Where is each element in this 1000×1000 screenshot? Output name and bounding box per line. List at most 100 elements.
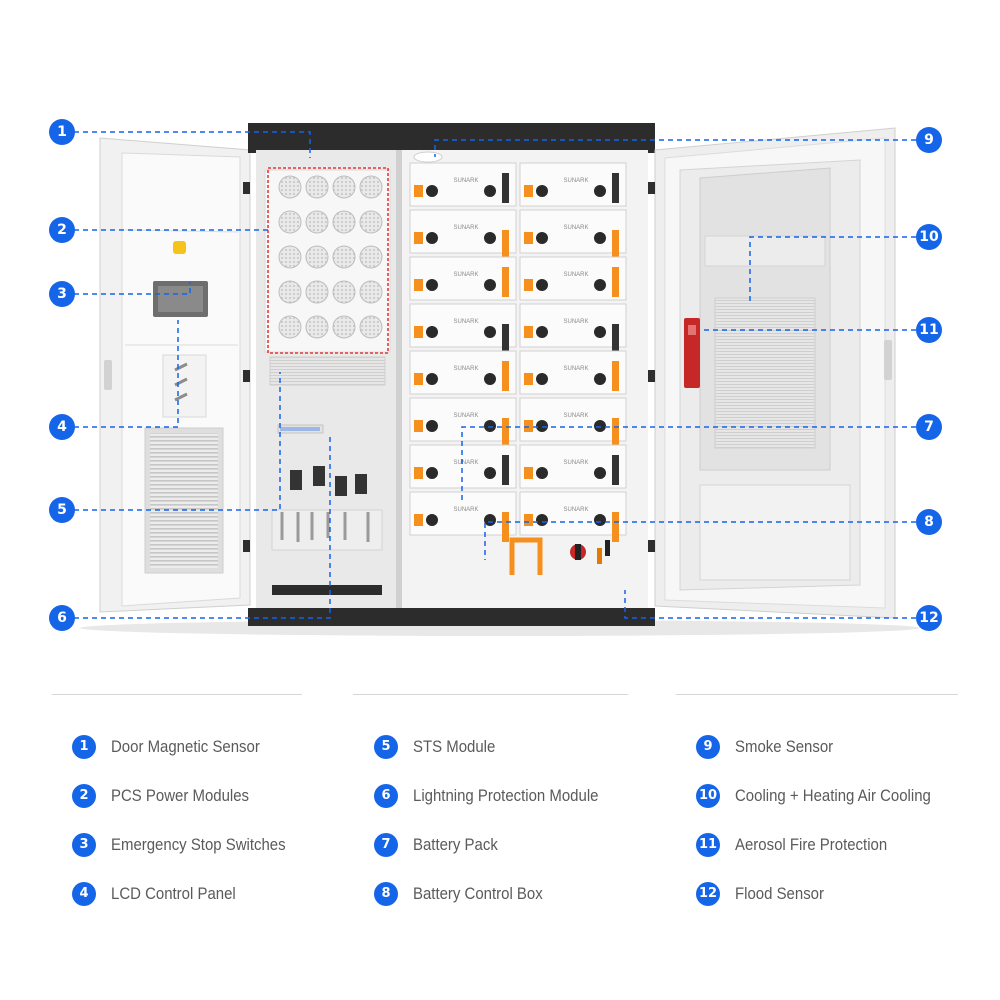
smoke-sensor <box>413 151 443 163</box>
legend-item: 5 STS Module <box>374 732 507 762</box>
legend-item: 11 Aerosol Fire Protection <box>696 830 908 860</box>
callout-badge-1: 1 <box>49 119 75 145</box>
battery-brand-label: SUNARK <box>563 507 588 513</box>
battery-module: SUNARK <box>519 350 627 395</box>
hinge <box>648 182 655 194</box>
legend-badge: 9 <box>696 735 720 759</box>
callout-badge-8: 8 <box>916 509 942 535</box>
breaker <box>335 476 347 496</box>
aerosol-fire-extinguisher <box>684 318 700 388</box>
battery-brand-label: SUNARK <box>563 272 588 278</box>
hinge <box>243 370 250 382</box>
sts-module-vent <box>269 356 386 386</box>
battery-brand-label: SUNARK <box>563 460 588 466</box>
battery-brand-label: SUNARK <box>453 507 478 513</box>
battery-brand-label: SUNARK <box>563 319 588 325</box>
pcs-fan <box>278 280 302 304</box>
pcs-fan <box>278 175 302 199</box>
battery-module: SUNARK <box>409 256 517 301</box>
hinge <box>243 540 250 552</box>
legend-label: LCD Control Panel <box>111 884 236 903</box>
battery-module: SUNARK <box>519 256 627 301</box>
legend-item: 8 Battery Control Box <box>374 879 560 909</box>
battery-module: SUNARK <box>409 397 517 448</box>
battery-module: SUNARK <box>519 303 627 354</box>
pcs-fan <box>332 245 356 269</box>
callout-badge-9: 9 <box>916 127 942 153</box>
pcs-fan <box>332 210 356 234</box>
callout-badge-12: 12 <box>916 605 942 631</box>
battery-module: SUNARK <box>409 209 517 260</box>
legend-badge: 12 <box>696 882 720 906</box>
breaker <box>355 474 367 494</box>
legend-label: PCS Power Modules <box>111 786 250 805</box>
legend-badge: 11 <box>696 833 720 857</box>
battery-brand-label: SUNARK <box>453 413 478 419</box>
legend-badge: 2 <box>72 784 96 808</box>
battery-brand-label: SUNARK <box>453 319 478 325</box>
battery-brand-label: SUNARK <box>563 178 588 184</box>
pcs-fan <box>359 175 383 199</box>
legend-item: 7 Battery Pack <box>374 830 509 860</box>
pcs-fan <box>359 315 383 339</box>
right-door <box>648 127 896 619</box>
legend-label: Battery Control Box <box>413 884 543 903</box>
breaker <box>290 470 302 490</box>
battery-module: SUNARK <box>519 162 627 207</box>
battery-module: SUNARK <box>409 303 517 354</box>
battery-packs: SUNARK SUNARK SUNARK SUNARK SUNARK SUNARK SUNA… <box>409 162 627 542</box>
callout-badge-7: 7 <box>916 414 942 440</box>
legend-divider <box>353 694 628 695</box>
legend-item: 2 PCS Power Modules <box>72 781 268 811</box>
battery-brand-label: SUNARK <box>453 366 478 372</box>
legend-badge: 5 <box>374 735 398 759</box>
callout-badge-4: 4 <box>49 414 75 440</box>
legend-badge: 8 <box>374 882 398 906</box>
callout-badge-2: 2 <box>49 217 75 243</box>
legend-item: 9 Smoke Sensor <box>696 732 847 762</box>
legend-badge: 7 <box>374 833 398 857</box>
callout-badge-5: 5 <box>49 497 75 523</box>
pcs-fan <box>305 175 329 199</box>
battery-brand-label: SUNARK <box>453 272 478 278</box>
callout-lines <box>74 131 916 619</box>
legend-label: Aerosol Fire Protection <box>735 835 888 854</box>
door-handle <box>884 340 892 380</box>
pcs-fan <box>359 280 383 304</box>
legend-badge: 10 <box>696 784 720 808</box>
battery-brand-label: SUNARK <box>453 460 478 466</box>
legend-label: Cooling + Heating Air Cooling <box>735 786 931 805</box>
battery-brand-label: SUNARK <box>453 178 478 184</box>
battery-brand-label: SUNARK <box>453 225 478 231</box>
breaker <box>313 466 325 486</box>
pcs-fan <box>332 175 356 199</box>
pcs-fan <box>278 245 302 269</box>
pcs-fan <box>332 315 356 339</box>
legend-item: 12 Flood Sensor <box>696 879 836 909</box>
legend-label: Flood Sensor <box>735 884 824 903</box>
pcs-highlight-box <box>267 167 389 354</box>
pcs-fan <box>278 210 302 234</box>
legend-item: 10 Cooling + Heating Air Cooling <box>696 781 958 811</box>
battery-module: SUNARK <box>409 491 517 542</box>
emergency-stop-button <box>173 241 186 254</box>
legend-label: Battery Pack <box>413 835 498 854</box>
pcs-fan <box>305 245 329 269</box>
left-door <box>99 137 251 613</box>
battery-module: SUNARK <box>409 444 517 489</box>
hinge <box>243 182 250 194</box>
battery-module: SUNARK <box>519 491 627 542</box>
legend-badge: 1 <box>72 735 96 759</box>
battery-brand-label: SUNARK <box>563 366 588 372</box>
legend-divider <box>52 694 302 695</box>
pcs-fan <box>332 280 356 304</box>
battery-module: SUNARK <box>519 397 627 448</box>
callout-badge-6: 6 <box>49 605 75 631</box>
legend-divider <box>676 694 958 695</box>
legend-label: Lightning Protection Module <box>413 786 599 805</box>
door-lock-panel <box>162 354 207 418</box>
callout-badge-10: 10 <box>916 224 942 250</box>
pcs-fan <box>359 245 383 269</box>
battery-module: SUNARK <box>519 209 627 260</box>
